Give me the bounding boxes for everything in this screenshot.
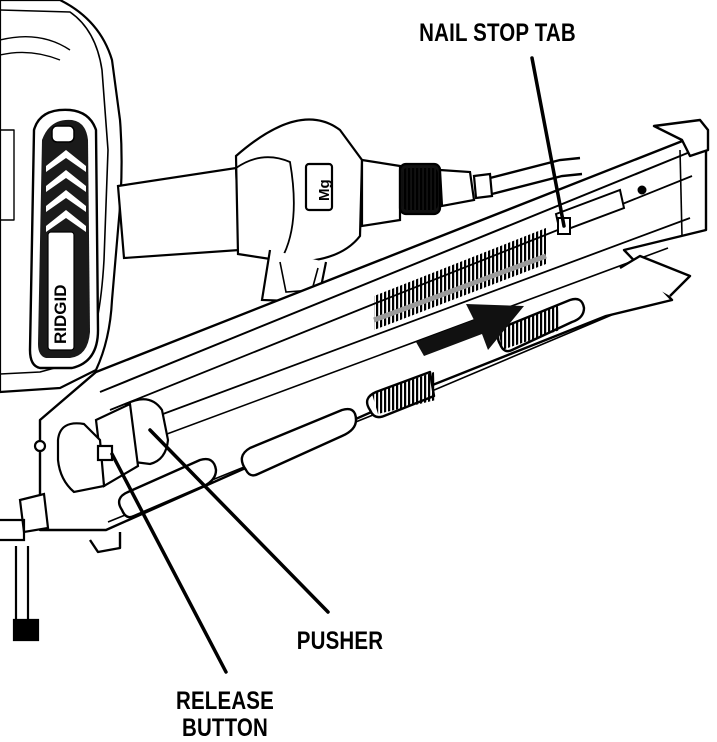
- arrow-right-icon: [416, 304, 524, 356]
- mg-collar-mark: Mg: [316, 179, 333, 201]
- leader-pusher: [148, 428, 330, 614]
- svg-text:RIDGID: RIDGID: [51, 285, 70, 345]
- leader-release-button: [110, 452, 228, 674]
- release-button-label-line1: RELEASE: [176, 687, 274, 715]
- pusher-label: PUSHER: [296, 627, 384, 655]
- pusher-assembly: [0, 398, 170, 642]
- handle-grip: RIDGID: [28, 108, 100, 370]
- release-button-label-line2: BUTTON: [181, 714, 269, 742]
- leader-nail-stop-tab: [530, 56, 566, 228]
- ridgid-logo: RIDGID: [51, 285, 70, 345]
- nail-strip: [372, 228, 560, 414]
- nail-stop-tab-label: NAIL STOP TAB: [419, 19, 576, 47]
- svg-text:Mg: Mg: [316, 179, 333, 201]
- air-fitting: Mg: [116, 118, 583, 304]
- release-button-label: RELEASE BUTTON: [168, 688, 283, 742]
- leader-lines: [110, 56, 566, 674]
